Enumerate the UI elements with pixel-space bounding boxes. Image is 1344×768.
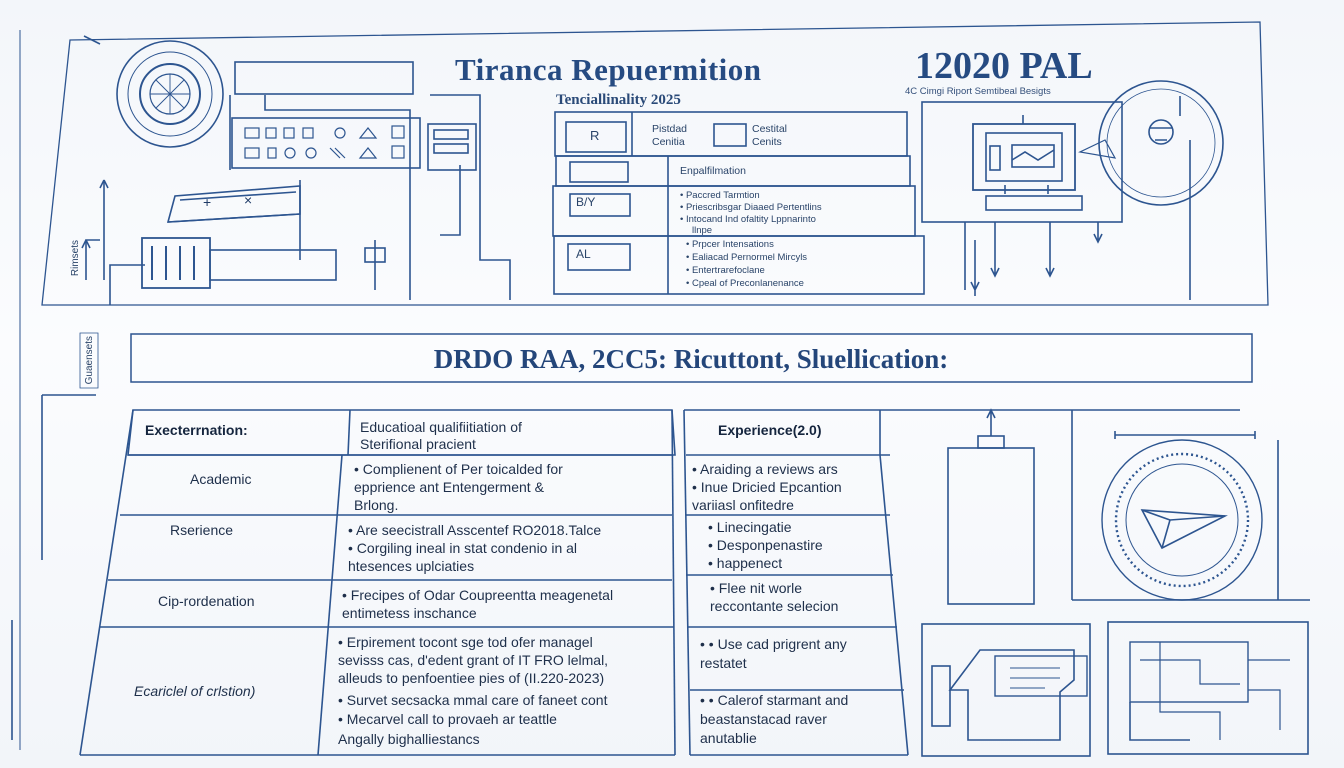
form-col1-b: Cenitia: [652, 136, 685, 148]
form-row1-label: B/Y: [576, 195, 596, 209]
table-row-label: Cip-rordenation: [158, 593, 255, 609]
tall-cabinet-icon: [948, 448, 1034, 604]
experience-line: • Desponpenastire: [708, 537, 823, 553]
experience-line: restatet: [700, 655, 747, 671]
form-row1-item: llnpe: [692, 225, 713, 236]
table-row-line: • Survet secsacka mmal care of faneet co…: [338, 692, 608, 708]
form-row2-item: • Ealiacad Pernormel Mircyls: [686, 252, 808, 263]
form-row2-item: • Cpeal of Preconlanenance: [686, 278, 804, 289]
table-row-line: • Erpirement tocont sge tod ofer managel: [338, 634, 593, 650]
gauge-dial-icon: [1099, 81, 1223, 205]
experience-line: variiasl onfitedre: [692, 497, 794, 513]
table-row-line: • Mecarvel call to provaeh ar teattle: [338, 711, 557, 727]
table-row-line: htesences uplciaties: [348, 558, 475, 574]
form-col2-b: Cenits: [752, 136, 782, 148]
side-label-top: Rimsets: [70, 240, 81, 277]
table-header-label: Execterrnation:: [145, 422, 248, 438]
experience-line: beastanstacad raver: [700, 711, 827, 727]
form-section-title: Enpalfilmation: [680, 165, 746, 177]
compass-dial-icon: [1102, 440, 1262, 600]
table-row-line: • Corgiling ineal in stat condenio in al: [348, 540, 578, 556]
experience-line: • Flee nit worle: [710, 580, 803, 596]
form-row1-item: • Intocand Ind ofaltity Lppnarinto: [680, 214, 816, 225]
table-row-line: • Complienent of Per toicalded for: [354, 461, 563, 477]
form-row2-item: • Entertrarefoclane: [686, 265, 765, 276]
experience-line: reccontante selecion: [710, 598, 839, 614]
document-code-caption: 4C Cimgi Riport Semtibeal Besigts: [905, 86, 1051, 97]
form-row1-item: • Priescribsgar Diaaed Pertentlins: [680, 202, 822, 213]
experience-header: Experience(2.0): [718, 422, 822, 438]
table-row-line: • Frecipes of Odar Coupreentta meageneta…: [342, 587, 614, 603]
page-title: Tiranca Repuermition: [455, 52, 762, 87]
experience-line: • happenect: [708, 555, 783, 571]
form-box-r: R: [590, 128, 600, 143]
experience-line: • Inue Dricied Epcantion: [692, 479, 842, 495]
form-col2-a: Cestital: [752, 123, 788, 135]
printer-icon: [922, 624, 1090, 756]
network-panel-icon: [1108, 622, 1308, 754]
form-row1-item: • Paccred Tarmtion: [680, 190, 760, 201]
keypad-plus: +: [203, 194, 212, 210]
table-header-desc: Sterifional pracient: [360, 436, 476, 452]
experience-line: • • Use cad prigrent any: [700, 636, 847, 652]
table-row-line: entimetess inschance: [342, 605, 477, 621]
table-row-label: Rserience: [170, 522, 234, 538]
experience-line: • • Calerof starmant and: [700, 692, 849, 708]
form-row2-label: AL: [576, 247, 591, 261]
section-banner: DRDO RAA, 2CC5: Ricuttont, Sluellication…: [433, 343, 949, 374]
table-row-label: Academic: [190, 471, 252, 487]
table-header-desc: Educatioal qualifiitiation of: [360, 419, 522, 435]
document-code: 12020 PAL: [915, 45, 1093, 87]
emblem-seal-icon: [117, 41, 223, 147]
table-row-line: alleuds to penfoentiee pies of (II.220-2…: [338, 670, 605, 686]
table-row-line: • Are seecistrall Asscentef RO2018.Talce: [348, 522, 602, 538]
table-row-line: Angally bighalliestancs: [338, 731, 480, 747]
experience-line: • Linecingatie: [708, 519, 792, 535]
table-row-line: sevisss cas, d'edent grant of IT FRO lel…: [338, 652, 609, 668]
computer-monitor-icon: [973, 124, 1075, 190]
keypad-times: ×: [244, 192, 253, 208]
table-row-line: Brlong.: [354, 497, 399, 513]
side-label-bottom: Guaensets: [84, 336, 95, 385]
form-row2-item: • Prpcer Intensations: [686, 239, 774, 250]
table-row-line: epprience ant Entengerment &: [354, 479, 544, 495]
form-col1-a: Pistdad: [652, 123, 688, 135]
page-subtitle: Tenciallinality 2025: [556, 92, 681, 108]
table-row-label: Ecariclel of crlstion): [134, 683, 256, 699]
experience-line: • Araiding a reviews ars: [692, 461, 838, 477]
experience-line: anutablie: [700, 730, 757, 746]
